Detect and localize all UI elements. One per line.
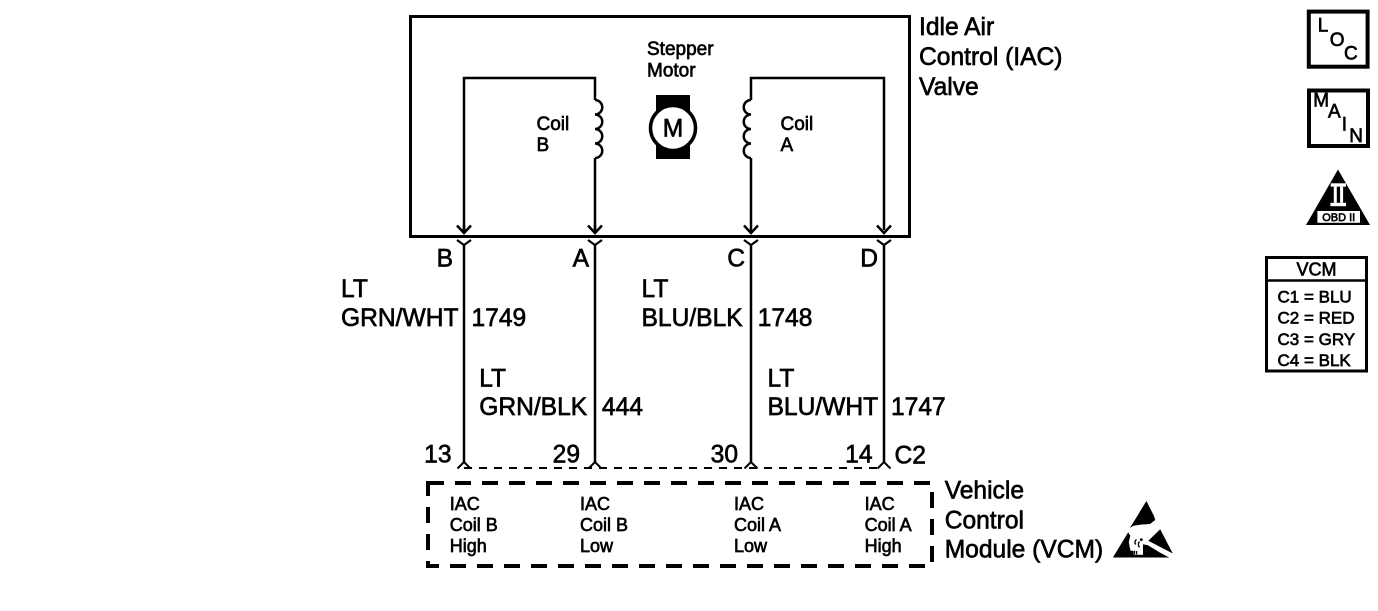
svg-text:High: High <box>450 536 487 556</box>
svg-text:Valve: Valve <box>919 74 979 101</box>
svg-text:14: 14 <box>845 442 872 469</box>
svg-text:Low: Low <box>734 536 768 556</box>
svg-text:C2: C2 <box>895 443 926 470</box>
svg-text:Low: Low <box>580 536 614 556</box>
svg-text:30: 30 <box>711 442 738 469</box>
svg-text:BLU/BLK: BLU/BLK <box>642 305 744 332</box>
svg-text:GRN/BLK: GRN/BLK <box>479 394 588 421</box>
svg-text:B: B <box>437 246 453 273</box>
svg-text:IAC: IAC <box>734 494 764 514</box>
svg-text:BLU/WHT: BLU/WHT <box>768 394 879 421</box>
svg-text:C1 = BLU: C1 = BLU <box>1278 288 1352 307</box>
svg-text:OBD II: OBD II <box>1322 212 1355 224</box>
svg-text:LT: LT <box>642 276 669 303</box>
svg-text:VCM: VCM <box>1297 259 1337 279</box>
svg-text:Coil B: Coil B <box>580 515 628 535</box>
svg-text:C4 = BLK: C4 = BLK <box>1278 351 1352 370</box>
svg-text:D: D <box>860 246 878 273</box>
svg-text:A: A <box>1328 101 1341 122</box>
svg-text:LT: LT <box>341 276 368 303</box>
svg-text:N: N <box>1349 126 1363 147</box>
svg-text:C2 = RED: C2 = RED <box>1278 309 1355 328</box>
svg-text:13: 13 <box>424 442 451 469</box>
svg-text:C3 = GRY: C3 = GRY <box>1278 330 1356 349</box>
svg-text:L: L <box>1318 16 1329 37</box>
svg-text:Coil: Coil <box>537 114 570 135</box>
svg-text:M: M <box>663 116 684 143</box>
svg-text:Stepper: Stepper <box>647 39 714 60</box>
svg-text:Control (IAC): Control (IAC) <box>919 44 1063 71</box>
svg-text:C: C <box>727 246 745 273</box>
svg-text:Coil A: Coil A <box>865 515 912 535</box>
svg-text:29: 29 <box>553 442 580 469</box>
svg-text:GRN/WHT: GRN/WHT <box>341 305 458 332</box>
svg-text:IAC: IAC <box>580 494 610 514</box>
svg-text:444: 444 <box>602 394 643 421</box>
svg-text:Motor: Motor <box>647 61 696 82</box>
svg-text:O: O <box>1330 30 1345 51</box>
svg-text:IAC: IAC <box>865 494 895 514</box>
svg-text:Control: Control <box>945 508 1024 535</box>
svg-text:1747: 1747 <box>891 394 946 421</box>
svg-text:Idle Air: Idle Air <box>919 14 994 41</box>
svg-text:M: M <box>1313 90 1329 111</box>
svg-text:Module (VCM): Module (VCM) <box>945 537 1104 564</box>
svg-text:LT: LT <box>768 366 795 393</box>
svg-text:A: A <box>573 246 590 273</box>
svg-text:1749: 1749 <box>472 305 527 332</box>
svg-text:C: C <box>1344 43 1358 64</box>
svg-text:I: I <box>1342 115 1347 136</box>
svg-text:1748: 1748 <box>758 305 813 332</box>
svg-text:LT: LT <box>479 366 506 393</box>
svg-text:Coil B: Coil B <box>450 515 498 535</box>
svg-text:A: A <box>781 135 794 156</box>
svg-text:High: High <box>865 536 902 556</box>
svg-text:B: B <box>537 135 550 156</box>
svg-text:Coil: Coil <box>781 114 814 135</box>
svg-text:Vehicle: Vehicle <box>945 477 1024 504</box>
svg-text:Coil A: Coil A <box>734 515 781 535</box>
svg-text:IAC: IAC <box>450 494 480 514</box>
